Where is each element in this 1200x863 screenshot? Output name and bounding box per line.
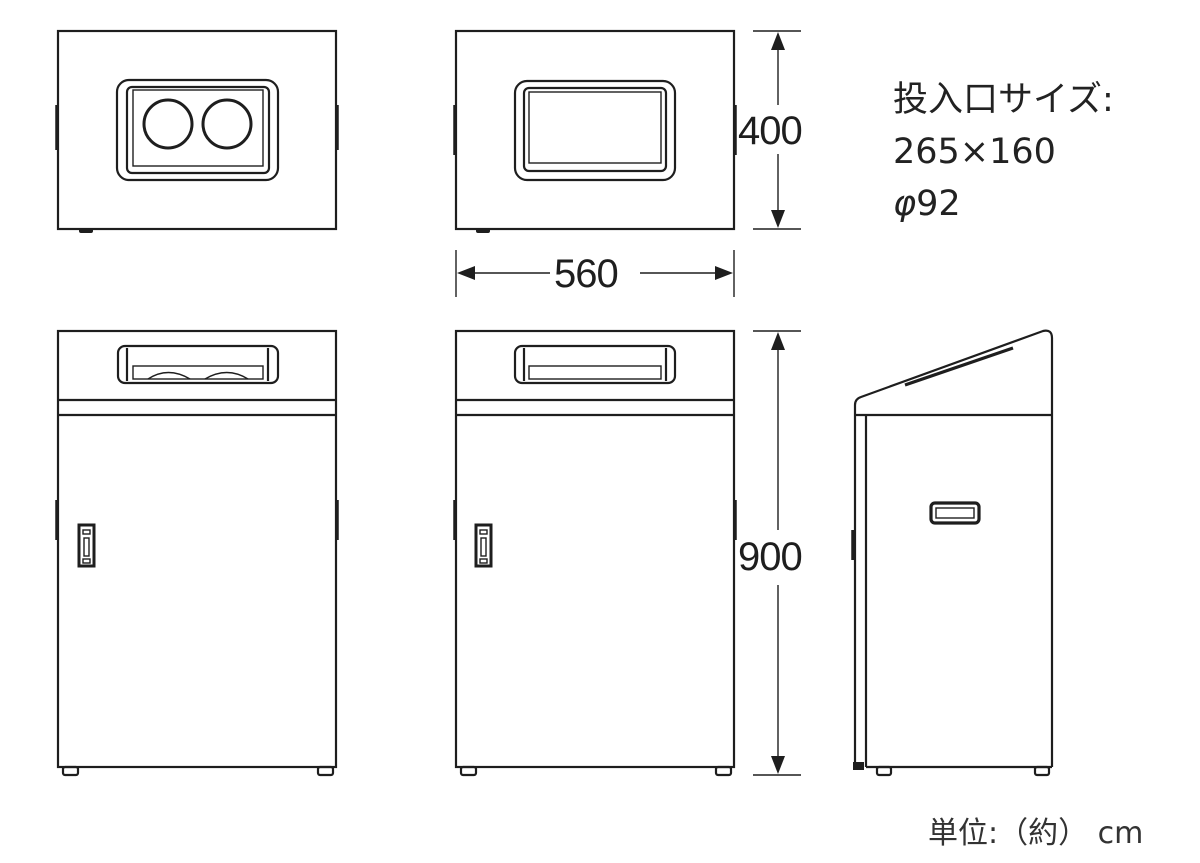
round-opening-value: 92 (916, 184, 961, 224)
front-view-dual-round (55, 329, 339, 777)
depth-label: 400 (738, 109, 803, 153)
unit-note: 単位:（約） cm (928, 816, 1144, 851)
width-dimension (455, 250, 735, 297)
depth-dimension (753, 30, 801, 230)
top-view-rectangular (453, 29, 737, 233)
opening-size-heading: 投入口サイズ: (893, 80, 1114, 120)
top-view-dual-round (55, 29, 339, 233)
round-opening-size: φ92 (893, 178, 1114, 230)
height-dimension (753, 330, 801, 776)
opening-spec: 投入口サイズ: 265×160 φ92 (893, 74, 1114, 230)
width-label: 560 (554, 252, 619, 296)
front-view-rectangular (453, 329, 737, 777)
height-label: 900 (738, 535, 803, 579)
phi-symbol: φ (893, 184, 917, 224)
rect-opening-size: 265×160 (893, 132, 1056, 172)
side-view (851, 329, 1054, 777)
